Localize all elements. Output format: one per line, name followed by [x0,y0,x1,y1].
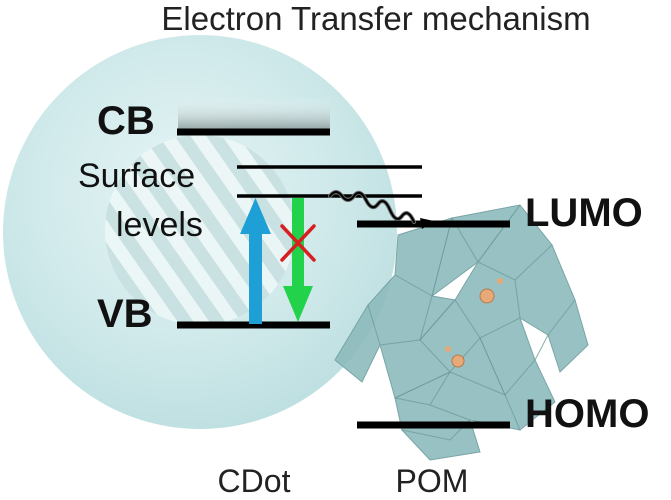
pom-heteroatom [451,354,465,368]
cdot-caption: CDot [218,463,291,499]
pom-caption: POM [396,463,469,499]
wavy-arrow-icon [328,190,434,229]
vb-label: VB [97,292,153,336]
red-cross-icon [280,224,316,262]
surface-levels-label-line1: Surface [78,157,195,195]
surface-levels-label-line2: levels [116,206,203,244]
cb-label: CB [97,99,155,143]
diagram-title: Electron Transfer mechanism [161,0,590,37]
homo-label: HOMO [525,392,649,436]
pom-heteroatom [479,288,495,304]
cdot-lattice-core [105,135,295,325]
lumo-label: LUMO [525,191,643,235]
excitation-arrow-icon [240,198,271,324]
cb-band [178,97,330,132]
